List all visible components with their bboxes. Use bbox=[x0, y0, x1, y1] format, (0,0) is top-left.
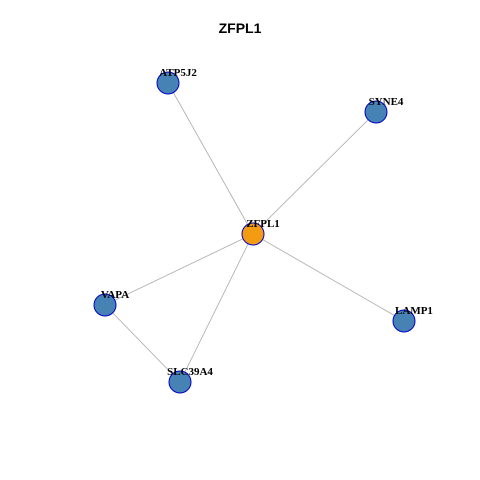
node-label-slc39a4: SLC39A4 bbox=[167, 366, 213, 378]
node-lamp1: LAMP1 bbox=[392, 305, 433, 333]
node-circle-syne4 bbox=[364, 100, 388, 124]
edge-zfpl1-syne4 bbox=[252, 111, 377, 235]
node-label-syne4: SYNE4 bbox=[369, 96, 404, 108]
graph-title: ZFPL1 bbox=[218, 20, 262, 36]
node-label-lamp1: LAMP1 bbox=[395, 305, 433, 317]
node-circle-vapa bbox=[93, 293, 117, 317]
node-atp5j2: ATP5J2 bbox=[156, 67, 197, 95]
edge-zfpl1-vapa bbox=[104, 233, 254, 306]
edge-zfpl1-slc39a4 bbox=[179, 233, 254, 383]
node-slc39a4: SLC39A4 bbox=[167, 366, 213, 394]
node-label-zfpl1: ZFPL1 bbox=[246, 218, 280, 230]
node-label-vapa: VAPA bbox=[101, 289, 129, 301]
node-label-atp5j2: ATP5J2 bbox=[159, 67, 197, 79]
node-vapa: VAPA bbox=[93, 289, 129, 317]
edge-zfpl1-atp5j2 bbox=[167, 82, 254, 235]
node-circle-slc39a4 bbox=[168, 370, 192, 394]
node-syne4: SYNE4 bbox=[364, 96, 404, 124]
node-circle-lamp1 bbox=[392, 309, 416, 333]
node-circle-zfpl1 bbox=[241, 222, 265, 246]
edge-zfpl1-lamp1 bbox=[252, 233, 405, 322]
node-zfpl1: ZFPL1 bbox=[241, 218, 280, 246]
edge-vapa-slc39a4 bbox=[104, 304, 181, 383]
edges-layer bbox=[104, 82, 405, 383]
node-circle-atp5j2 bbox=[156, 71, 180, 95]
